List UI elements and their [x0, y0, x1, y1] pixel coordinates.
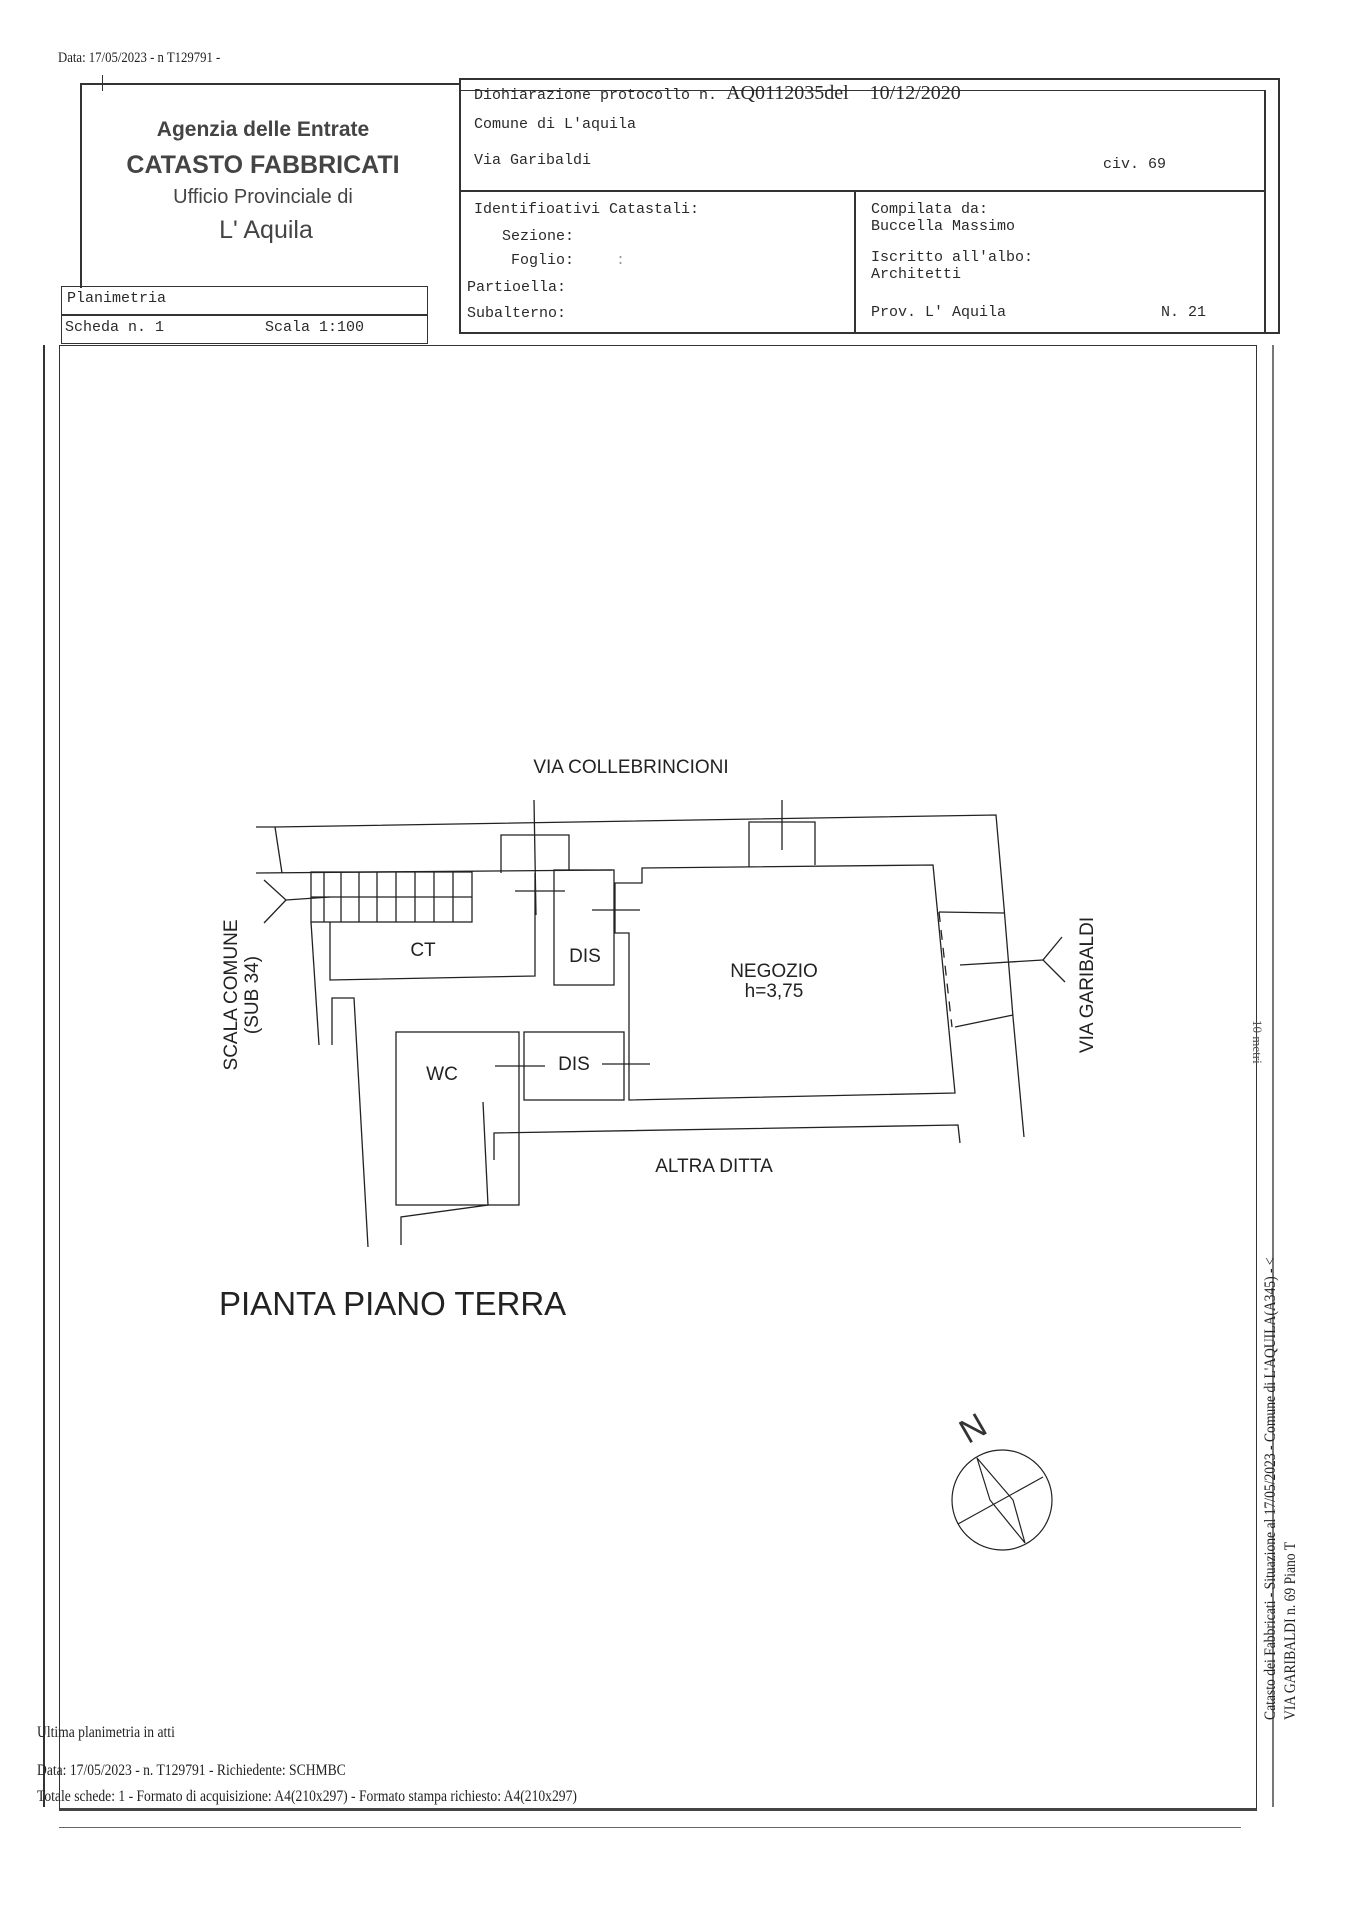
address: Via Garibaldi — [474, 152, 592, 169]
room-ct — [329, 873, 536, 981]
entry-wall-top — [938, 911, 1005, 914]
albo-label: Iscritto all'albo: — [871, 249, 1034, 266]
comune: Comune di L'aquila — [474, 116, 637, 133]
entry-threshold — [938, 911, 953, 1028]
side-text-line2-text: VIA GARIBALDI n. 69 Piano T — [1282, 1541, 1299, 1720]
header-frame-right — [1278, 78, 1280, 334]
subalterno-label: Subalterno: — [467, 305, 567, 322]
axis-mark — [533, 799, 537, 916]
albo-value: Architetti — [871, 266, 962, 283]
entrance-arrow-left — [263, 879, 287, 924]
stair-steps — [311, 872, 472, 922]
stair-label: SCALA COMUNE — [221, 920, 242, 1071]
top-stamp: Data: 17/05/2023 - n T129791 - — [58, 50, 249, 67]
wall-left-outer — [331, 997, 369, 1248]
top-stamp-text: Data: 17/05/2023 - n T129791 - — [58, 50, 221, 66]
footer-data-line: Data: 17/05/2023 - n. T129791 - Richiede… — [37, 1762, 400, 1780]
room-label-dis-top: DIS — [569, 946, 601, 967]
protocol-number: AQ0112035del — [726, 82, 849, 104]
compiler-number: N. 21 — [1161, 304, 1207, 321]
sheet-number: Scheda n. 1 — [65, 319, 165, 336]
floor-title: PIANTA PIANO TERRA — [219, 1285, 567, 1322]
footer-totale-line: Totale schede: 1 - Formato di acquisizio… — [37, 1788, 672, 1806]
protocol-box-right — [1264, 90, 1266, 334]
agency-department: CATASTO FABBRICATI — [126, 151, 400, 179]
header-frame-bottom — [459, 332, 1279, 334]
civic-number: civ. 69 — [1103, 156, 1167, 173]
sheet-scale: Scala 1:100 — [265, 319, 365, 336]
protocol-label: Diohiarazione protocollo n. — [474, 87, 718, 104]
protocol-box-left — [459, 78, 461, 334]
north-compass: N — [951, 1406, 1053, 1551]
side-text-line1-text: Catasto dei Fabbricati - Situazione al 1… — [1262, 1257, 1279, 1720]
footer-last-plan: Ultima planimetria in atti — [37, 1724, 199, 1742]
wall-left — [310, 921, 320, 1046]
street-right-label: VIA GARIBALDI — [1077, 917, 1098, 1053]
side-text-line2: VIA GARIBALDI n. 69 Piano T — [1282, 1511, 1300, 1720]
entrance-arrow-right — [1042, 936, 1066, 983]
compass-circle — [951, 1449, 1053, 1551]
agency-city: L' Aquila — [219, 216, 313, 244]
protocol-box-top — [459, 78, 1279, 80]
sezione-label: Sezione: — [502, 228, 575, 245]
wall-left-stub — [274, 826, 283, 874]
outer-frame-left — [43, 345, 45, 1807]
header-row-divider — [459, 190, 1265, 192]
entry-wall-bottom — [954, 1014, 1014, 1028]
wall-top-outer — [256, 814, 1025, 1138]
room-label-dis-bottom: DIS — [558, 1054, 590, 1075]
footer-last-plan-text: Ultima planimetria in atti — [37, 1724, 175, 1741]
sheet-title: Planimetria — [67, 290, 167, 307]
particella-label: Partioella: — [467, 279, 567, 296]
compiler-label: Compilata da: — [871, 201, 989, 218]
north-label: N — [953, 1406, 993, 1451]
room-wc — [395, 1031, 520, 1206]
street-top-label: VIA COLLEBRINCIONI — [533, 757, 728, 778]
footer-totale-line-text: Totale schede: 1 - Formato di acquisizio… — [37, 1788, 577, 1805]
side-text-line1: Catasto dei Fabbricati - Situazione al 1… — [1262, 1176, 1280, 1720]
protocol-row-line — [459, 90, 1264, 91]
compiler-name: Buccella Massimo — [871, 218, 1016, 235]
foglio-label: Foglio: — [511, 252, 575, 269]
room-negozio — [614, 864, 956, 1101]
stair-sub-label: (SUB 34) — [242, 956, 263, 1034]
dashed-frame-bottom — [59, 1827, 1241, 1828]
room-height: h=3,75 — [745, 981, 804, 1002]
room-label-wc: WC — [426, 1064, 458, 1085]
floor-plan: VIA COLLEBRINCIONI CT DIS NEGOZIO h=3,75… — [221, 757, 1098, 1248]
footer-data-line-text: Data: 17/05/2023 - n. T129791 - Richiede… — [37, 1762, 346, 1779]
altra-ditta-wall — [493, 1124, 961, 1160]
room-label-negozio: NEGOZIO — [730, 961, 818, 982]
header-frame-left — [80, 83, 82, 288]
frame-tick — [102, 75, 103, 91]
protocol-date: 10/12/2020 — [869, 82, 961, 104]
room-label-altra-ditta: ALTRA DITTA — [655, 1156, 773, 1177]
compiler-province: Prov. L' Aquila — [871, 304, 1007, 321]
identifiers-title: Identifioativi Catastali: — [474, 201, 700, 218]
corridor-wall — [400, 1101, 489, 1245]
header-col-divider — [854, 190, 856, 334]
scale-note: 10 metri — [1250, 1020, 1265, 1064]
drawing-frame — [59, 345, 1257, 1811]
outer-frame-right — [1272, 345, 1274, 1807]
compass-crossline — [957, 1476, 1044, 1525]
header-frame-top — [80, 83, 460, 85]
sheet-box-divider — [61, 314, 427, 316]
compass-needle — [976, 1457, 1026, 1544]
agency-name: Agenzia delle Entrate — [156, 118, 370, 141]
room-dis-top — [553, 869, 615, 986]
foglio-value-mark: : — [616, 252, 626, 269]
agency-office: Ufficio Provinciale di — [173, 186, 353, 208]
room-label-ct: CT — [410, 940, 436, 961]
protocol-row: Diohiarazione protocollo n. AQ0112035del… — [474, 82, 961, 105]
